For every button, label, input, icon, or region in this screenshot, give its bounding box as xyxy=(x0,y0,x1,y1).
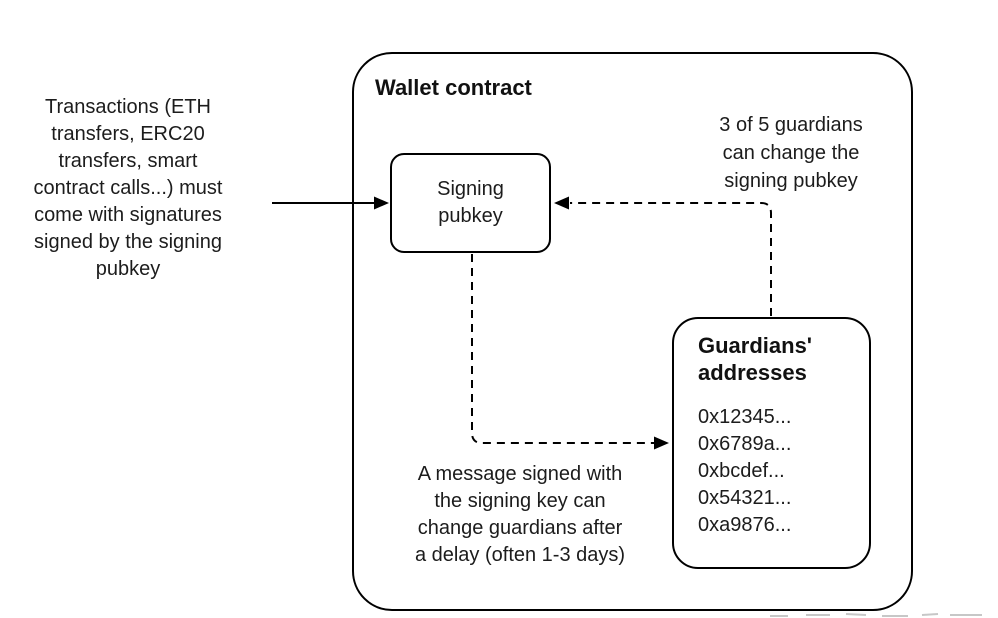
guardians-addresses-title: Guardians' addresses xyxy=(698,333,813,385)
guardians-addresses-box: Guardians' addresses 0x12345... 0x6789a.… xyxy=(672,317,871,569)
transactions-note: Transactions (ETH transfers, ERC20 trans… xyxy=(33,96,223,280)
signing-pubkey-label: Signing pubkey xyxy=(437,178,504,227)
guardian-address-item: 0xa9876... xyxy=(698,514,792,536)
cropped-text-artifact xyxy=(770,613,982,617)
guardians-address-list: 0x12345... 0x6789a... 0xbcdef... 0x54321… xyxy=(698,404,791,539)
wallet-contract-box: Wallet contract xyxy=(352,52,913,611)
guardian-address-item: 0x54321... xyxy=(698,487,792,509)
guardians-threshold-note: 3 of 5 guardians can change the signing … xyxy=(719,114,863,192)
guardian-address-item: 0x12345... xyxy=(698,406,792,428)
delay-change-note: A message signed with the signing key ca… xyxy=(414,463,626,566)
guardian-address-item: 0x6789a... xyxy=(698,433,792,455)
wallet-contract-title: Wallet contract xyxy=(375,75,532,100)
guardian-address-item: 0xbcdef... xyxy=(698,460,785,482)
signing-pubkey-box: Signing pubkey xyxy=(390,153,551,253)
